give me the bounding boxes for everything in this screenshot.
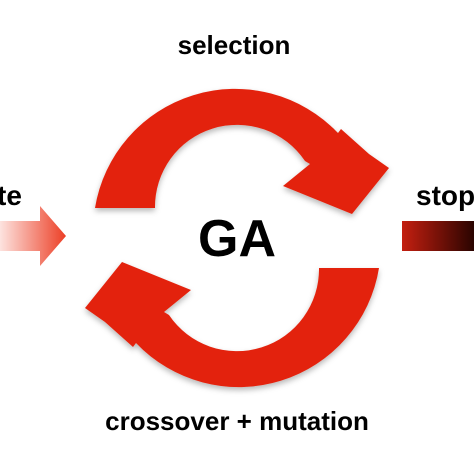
input-arrow-icon: [0, 206, 66, 266]
bottom-cycle-arrow-icon: [85, 262, 379, 388]
stop-label: stop: [416, 180, 474, 211]
top-cycle-arrow-icon: [95, 88, 389, 214]
input-label: te: [0, 180, 22, 211]
selection-label: selection: [178, 30, 291, 60]
ga-center-label: GA: [198, 210, 276, 268]
crossover-mutation-label: crossover + mutation: [105, 406, 369, 436]
output-arrow-icon: [402, 221, 474, 251]
